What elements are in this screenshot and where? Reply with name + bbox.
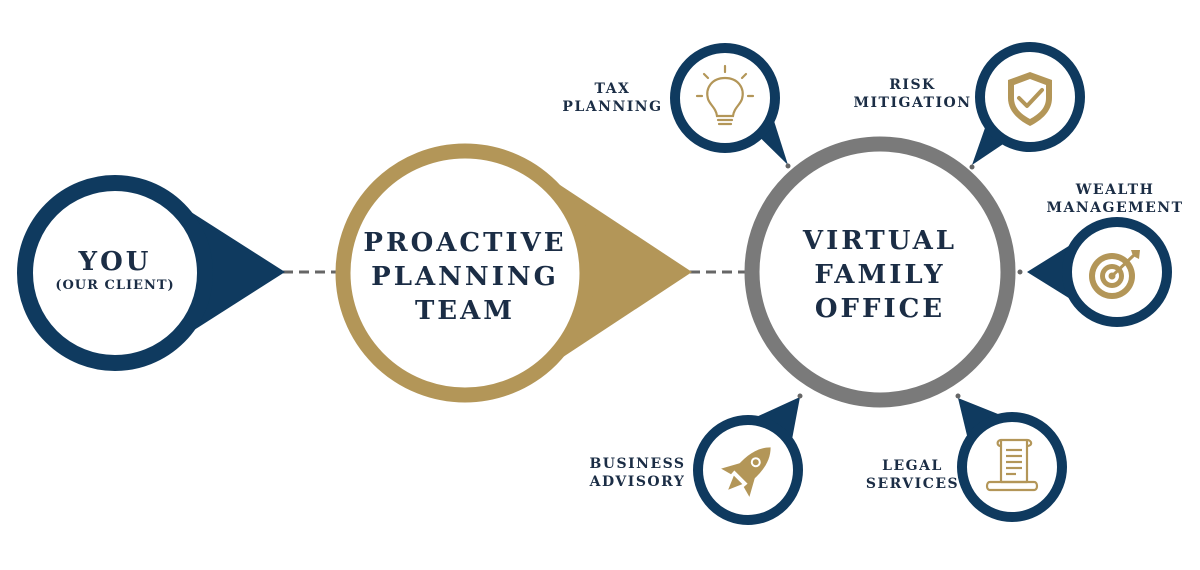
tax-dot: [785, 163, 791, 169]
legal-line-2: SERVICES: [865, 476, 960, 492]
business-dot: [797, 393, 803, 399]
legal-bubble: [955, 393, 1067, 522]
shield-check-icon: [1008, 72, 1052, 126]
wealth-label: WEALTH MANAGEMENT: [1040, 181, 1190, 217]
scroll-icon: [985, 438, 1039, 492]
client-node: [17, 175, 285, 371]
office-line-2: FAMILY: [814, 260, 946, 290]
tax-label: TAX PLANNING: [555, 80, 670, 116]
office-line-3: OFFICE: [814, 294, 946, 324]
tax-line-1: TAX: [594, 81, 631, 97]
client-label: YOU (OUR CLIENT): [45, 245, 185, 294]
risk-line-1: RISK: [889, 77, 936, 93]
client-ring: [17, 175, 213, 371]
wealth-pointer: [1027, 244, 1072, 300]
client-subtitle: (OUR CLIENT): [55, 278, 175, 293]
wealth-dot: [1017, 269, 1023, 275]
team-ring: [335, 143, 595, 403]
wealth-bubble: [1017, 217, 1172, 327]
office-label: VIRTUAL FAMILY OFFICE: [770, 224, 990, 326]
legal-dot: [955, 393, 961, 399]
risk-bubble: [969, 42, 1085, 170]
office-node: [744, 136, 1016, 408]
team-line-1: PROACTIVE: [363, 228, 567, 258]
tax-bubble: [670, 43, 791, 169]
wealth-line-1: WEALTH: [1075, 182, 1155, 198]
team-pointer: [560, 185, 692, 359]
business-line-2: ADVISORY: [589, 474, 686, 490]
risk-line-2: MITIGATION: [853, 95, 972, 111]
business-label: BUSINESS ADVISORY: [580, 455, 695, 491]
tax-line-2: PLANNING: [562, 99, 663, 115]
team-node: [335, 143, 692, 403]
team-line-2: PLANNING: [371, 262, 559, 292]
legal-label: LEGAL SERVICES: [860, 457, 965, 493]
team-label: PROACTIVE PLANNING TEAM: [355, 226, 575, 328]
client-title: YOU: [78, 247, 152, 277]
target-icon: [1089, 250, 1140, 299]
team-line-3: TEAM: [414, 296, 516, 326]
lightbulb-icon: [695, 64, 755, 126]
legal-line-1: LEGAL: [882, 458, 943, 474]
rocket-icon: [721, 447, 771, 497]
office-line-1: VIRTUAL: [802, 226, 958, 256]
business-bubble: [693, 393, 803, 525]
wealth-line-2: MANAGEMENT: [1046, 200, 1184, 216]
business-line-1: BUSINESS: [589, 456, 686, 472]
tax-ring: [670, 43, 780, 153]
office-ring: [744, 136, 1016, 408]
risk-dot: [969, 164, 975, 170]
risk-label: RISK MITIGATION: [845, 76, 980, 112]
